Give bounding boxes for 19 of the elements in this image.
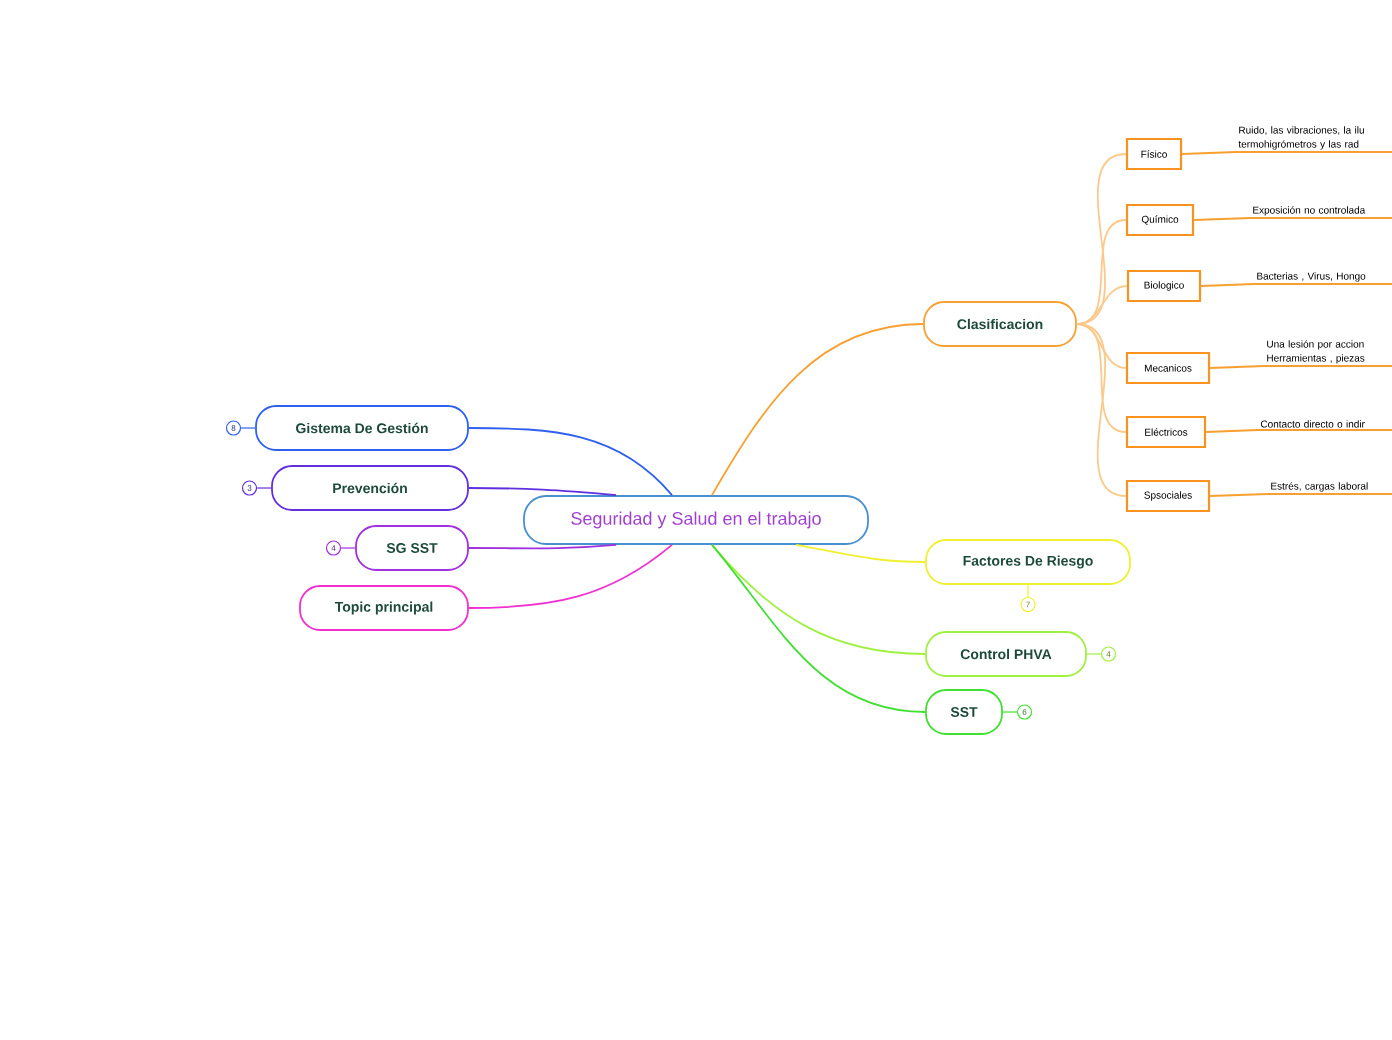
branch-line <box>1193 217 1392 221</box>
branch-line <box>468 544 673 609</box>
branch-line <box>468 427 673 496</box>
branch-line <box>711 544 926 655</box>
branch-line <box>1076 323 1127 497</box>
branch-line <box>1076 323 1127 433</box>
central-topic-box: Seguridad y Salud en el trabajo <box>523 495 869 545</box>
branch-line <box>1209 365 1392 369</box>
branch-line <box>1200 283 1392 287</box>
branch-line <box>1076 323 1127 369</box>
branch-line <box>468 487 617 496</box>
branch-line <box>1076 285 1128 325</box>
branch-line <box>795 544 926 563</box>
branch-line <box>1209 493 1392 497</box>
branch-line <box>1205 429 1392 433</box>
branch-line <box>711 323 924 496</box>
branch-line <box>1181 151 1392 155</box>
branch-line <box>468 544 617 550</box>
branch-line <box>711 544 926 713</box>
